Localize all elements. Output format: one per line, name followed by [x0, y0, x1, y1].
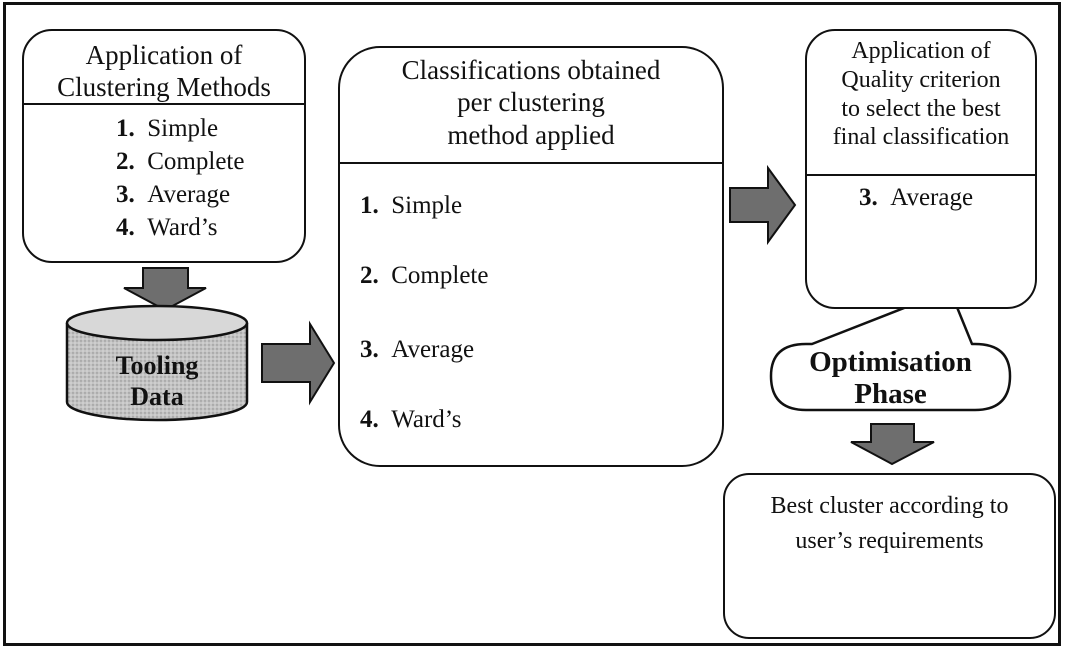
classification-row-label: 3. Average: [360, 336, 475, 363]
classification-row-label: 4. Ward’s: [360, 406, 462, 433]
classification-row-label: 2. Complete: [360, 262, 489, 289]
selected-classification: 3. Average: [859, 184, 974, 211]
clustering-title-line2: Clustering Methods: [57, 72, 271, 103]
quality-title-line1: Application of: [851, 38, 991, 64]
db-label-line2: Data: [130, 382, 184, 412]
list-item: 3. Average: [116, 181, 231, 208]
right-arrow-icon: [261, 320, 336, 406]
quality-title-line3: to select the best: [841, 95, 1001, 122]
down-arrow-icon: [850, 423, 935, 466]
classifications-title-line2: per clustering: [457, 87, 605, 118]
optimisation-phase-callout: Optimisation Phase: [771, 346, 1010, 411]
tooling-data-label: Tooling Data: [67, 350, 247, 412]
quality-title-line4: final classification: [832, 124, 1010, 151]
divider: [807, 174, 1035, 176]
classifications-title-line3: method applied: [447, 119, 615, 150]
classifications-box: Classifications obtained per clustering …: [338, 46, 724, 467]
quality-title-line2: Quality criterion: [841, 66, 1001, 93]
classification-row-label: 1. Simple: [360, 192, 463, 219]
db-label-line1: Tooling: [115, 351, 199, 380]
best-cluster-line2: user’s requirements: [795, 527, 984, 554]
best-cluster-line1: Best cluster according to: [770, 493, 1009, 519]
classifications-title-line1: Classifications obtained: [401, 55, 661, 85]
clustering-title-line1: Application of: [85, 40, 243, 70]
divider: [340, 162, 722, 164]
callout-bubble: [769, 288, 1012, 412]
divider: [24, 103, 304, 105]
callout-line1: Optimisation: [809, 346, 972, 378]
list-item: 1. Simple: [116, 115, 219, 142]
down-arrow-icon: [123, 267, 207, 312]
clustering-methods-box: Application of Clustering Methods 1. Sim…: [22, 29, 306, 263]
callout-line2: Phase: [854, 378, 927, 411]
right-arrow-icon: [729, 164, 797, 246]
quality-criterion-box: Application of Quality criterion to sele…: [805, 29, 1037, 309]
list-item: 2. Complete: [116, 148, 245, 175]
database-cylinder-icon: [65, 304, 249, 422]
best-cluster-box: Best cluster according to user’s require…: [723, 473, 1056, 639]
list-item: 4. Ward’s: [116, 214, 218, 241]
diagram-frame: [3, 2, 1061, 646]
